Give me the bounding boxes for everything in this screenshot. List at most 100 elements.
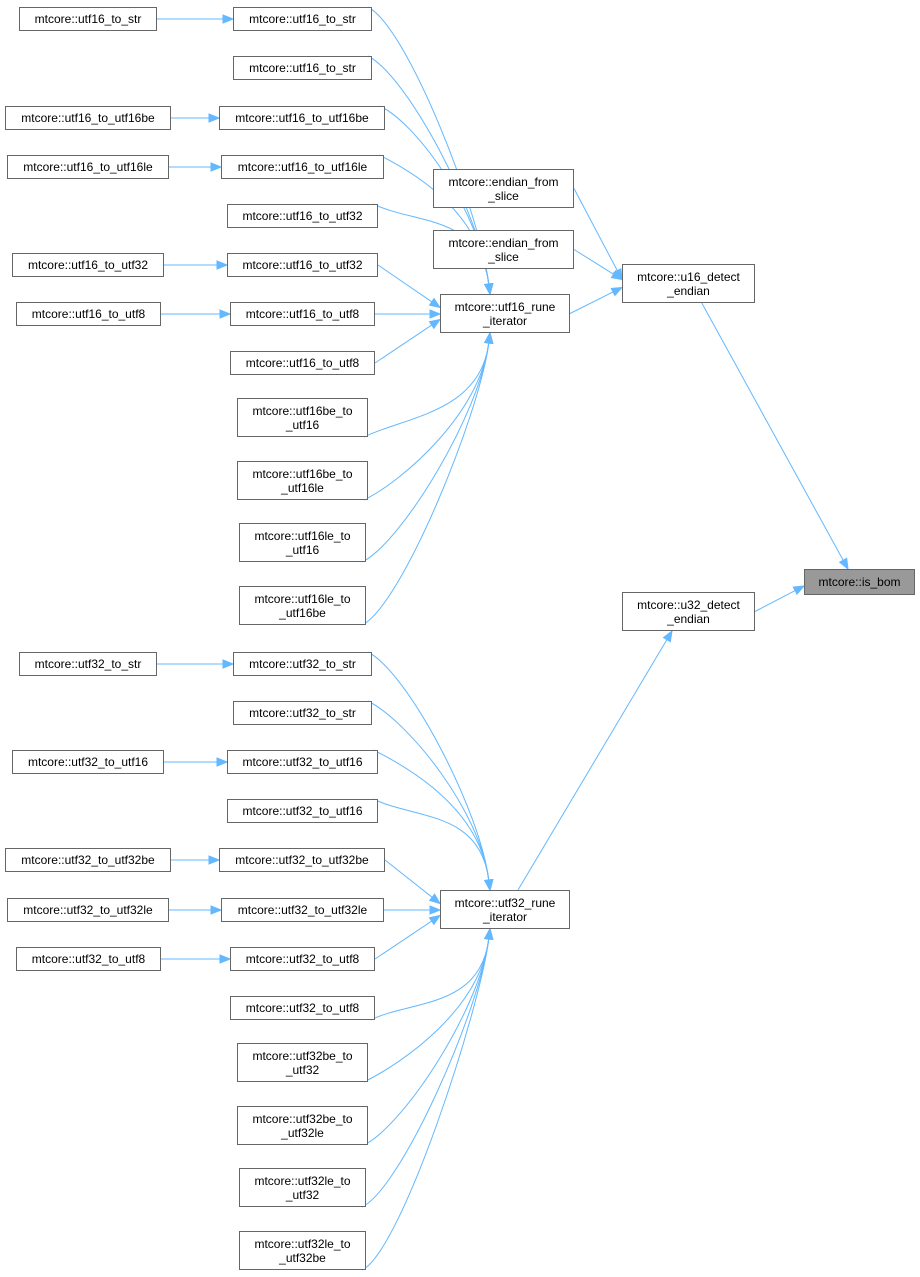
node-utf16-to-utf8-1[interactable]: mtcore::utf16_to_utf8 bbox=[230, 302, 375, 326]
node-utf32-to-utf16-outer[interactable]: mtcore::utf32_to_utf16 bbox=[12, 750, 164, 774]
node-label: mtcore::utf32_to_utf8 bbox=[31, 952, 146, 966]
node-utf16-to-utf32-outer[interactable]: mtcore::utf16_to_utf32 bbox=[12, 253, 164, 277]
edge-line bbox=[754, 590, 796, 612]
node-label: _utf32 bbox=[285, 1062, 320, 1077]
node-label: mtcore::utf32_to_utf32le bbox=[23, 903, 153, 917]
node-label: mtcore::endian_from bbox=[448, 174, 559, 189]
node-utf32le-to-utf32[interactable]: mtcore::utf32le_to_utf32 bbox=[239, 1168, 366, 1207]
node-utf32be-to-utf32le[interactable]: mtcore::utf32be_to_utf32le bbox=[237, 1106, 368, 1145]
node-utf16le-to-utf16be[interactable]: mtcore::utf16le_to_utf16be bbox=[239, 586, 366, 625]
edge-curve bbox=[367, 700, 490, 881]
node-label: mtcore::utf16_to_utf32 bbox=[242, 258, 363, 272]
node-utf32-to-utf16-1[interactable]: mtcore::utf32_to_utf16 bbox=[227, 750, 378, 774]
node-utf16-to-utf8-2[interactable]: mtcore::utf16_to_utf8 bbox=[230, 351, 375, 375]
node-label: mtcore::utf32_to_utf32be bbox=[21, 853, 155, 867]
node-label: mtcore::utf32_to_utf16 bbox=[242, 755, 363, 769]
node-utf16-to-str-1[interactable]: mtcore::utf16_to_str bbox=[233, 7, 372, 31]
node-label: mtcore::utf32be_to bbox=[252, 1048, 353, 1063]
node-utf16le-to-utf16[interactable]: mtcore::utf16le_to_utf16 bbox=[239, 523, 366, 562]
node-label: _slice bbox=[488, 249, 519, 264]
edge-curve bbox=[363, 342, 490, 438]
node-label: mtcore::utf16le_to bbox=[254, 591, 351, 606]
edge-line bbox=[374, 920, 432, 960]
edge-arrowhead bbox=[222, 14, 235, 24]
node-label: mtcore::u32_detect bbox=[637, 597, 740, 612]
edge-line bbox=[377, 264, 433, 303]
node-utf32-to-utf32be[interactable]: mtcore::utf32_to_utf32be bbox=[219, 848, 385, 872]
edge-arrowhead bbox=[483, 878, 494, 892]
node-utf16-to-utf8-outer[interactable]: mtcore::utf16_to_utf8 bbox=[16, 302, 161, 326]
edge-line bbox=[517, 639, 668, 891]
node-utf32-to-utf8-1[interactable]: mtcore::utf32_to_utf8 bbox=[230, 947, 375, 971]
node-label: _utf32le bbox=[281, 1125, 324, 1140]
node-utf16-to-utf16le[interactable]: mtcore::utf16_to_utf16le bbox=[221, 155, 384, 179]
node-utf16-to-utf16le-outer[interactable]: mtcore::utf16_to_utf16le bbox=[7, 155, 169, 179]
edge-arrowhead bbox=[216, 757, 229, 767]
node-label: mtcore::utf16_to_utf8 bbox=[245, 307, 360, 321]
edge-arrowhead bbox=[428, 893, 442, 905]
node-label: mtcore::utf32_to_utf32be bbox=[235, 853, 369, 867]
node-utf32-to-utf32be-outer[interactable]: mtcore::utf32_to_utf32be bbox=[5, 848, 171, 872]
node-label: _utf16le bbox=[281, 480, 324, 495]
node-utf32be-to-utf32[interactable]: mtcore::utf32be_to_utf32 bbox=[237, 1043, 368, 1082]
node-label: mtcore::utf16_to_str bbox=[34, 12, 142, 26]
edge-arrowhead bbox=[483, 282, 494, 296]
node-utf32-to-str-2[interactable]: mtcore::utf32_to_str bbox=[233, 701, 372, 725]
node-utf32-to-str-outer[interactable]: mtcore::utf32_to_str bbox=[19, 652, 157, 676]
node-utf32-to-utf16-2[interactable]: mtcore::utf32_to_utf16 bbox=[227, 799, 378, 823]
node-utf32-to-utf8-2[interactable]: mtcore::utf32_to_utf8 bbox=[230, 996, 375, 1020]
edge-line bbox=[573, 249, 614, 275]
node-label: _endian bbox=[667, 611, 710, 626]
node-u32-detect-endian[interactable]: mtcore::u32_detect_endian bbox=[622, 592, 755, 631]
edge-curve bbox=[363, 938, 490, 1083]
node-utf32-to-utf32le-outer[interactable]: mtcore::utf32_to_utf32le bbox=[7, 898, 169, 922]
edge-curve bbox=[373, 798, 490, 881]
node-label: _slice bbox=[488, 188, 519, 203]
node-utf32-to-str-1[interactable]: mtcore::utf32_to_str bbox=[233, 652, 372, 676]
node-label: mtcore::utf32_to_str bbox=[249, 657, 356, 671]
node-label: mtcore::u16_detect bbox=[637, 269, 740, 284]
node-utf16-to-utf32-1[interactable]: mtcore::utf16_to_utf32 bbox=[227, 204, 378, 228]
edge-line bbox=[701, 302, 844, 561]
node-utf32-rune-iterator[interactable]: mtcore::utf32_rune_iterator bbox=[440, 890, 570, 929]
edge-arrowhead bbox=[208, 113, 221, 123]
node-utf16-to-str-outer[interactable]: mtcore::utf16_to_str bbox=[19, 7, 157, 31]
node-label: mtcore::utf32_to_utf16 bbox=[242, 804, 363, 818]
node-endian-from-slice-1[interactable]: mtcore::endian_from_slice bbox=[433, 169, 574, 208]
node-label: mtcore::utf16_to_utf16le bbox=[237, 160, 368, 174]
node-utf32-to-utf8-outer[interactable]: mtcore::utf32_to_utf8 bbox=[16, 947, 161, 971]
node-utf16-to-str-2[interactable]: mtcore::utf16_to_str bbox=[233, 56, 372, 80]
edge-curve bbox=[373, 749, 490, 881]
edge-curve bbox=[361, 938, 490, 1208]
node-label: mtcore::utf32le_to bbox=[254, 1173, 351, 1188]
node-label: _utf16 bbox=[285, 542, 320, 557]
node-label: mtcore::endian_from bbox=[448, 235, 559, 250]
edge-arrowhead bbox=[208, 855, 221, 865]
node-utf32le-to-utf32be[interactable]: mtcore::utf32le_to_utf32be bbox=[239, 1231, 366, 1270]
node-utf16be-to-utf16[interactable]: mtcore::utf16be_to_utf16 bbox=[237, 398, 368, 437]
edge-curve bbox=[370, 938, 490, 1021]
node-label: mtcore::utf32_to_utf8 bbox=[245, 952, 360, 966]
node-u16-detect-endian[interactable]: mtcore::u16_detect_endian bbox=[622, 264, 755, 303]
node-utf16-to-utf32-2[interactable]: mtcore::utf16_to_utf32 bbox=[227, 253, 378, 277]
edge-line bbox=[569, 291, 614, 314]
node-utf16-to-utf16be[interactable]: mtcore::utf16_to_utf16be bbox=[219, 106, 385, 130]
node-utf16be-to-utf16le[interactable]: mtcore::utf16be_to_utf16le bbox=[237, 461, 368, 500]
edge-curve bbox=[361, 938, 490, 1271]
node-label: mtcore::utf16_to_utf16le bbox=[23, 160, 153, 174]
node-label: _iterator bbox=[482, 313, 528, 328]
node-label: mtcore::utf32_to_str bbox=[249, 706, 356, 720]
node-label: mtcore::utf32_to_utf16 bbox=[27, 755, 149, 769]
node-label: mtcore::utf16_to_str bbox=[249, 12, 356, 26]
edge-curve bbox=[367, 651, 490, 881]
edge-arrowhead bbox=[219, 309, 232, 319]
edge-arrowhead bbox=[792, 585, 806, 596]
edge-line bbox=[573, 188, 618, 271]
node-endian-from-slice-2[interactable]: mtcore::endian_from_slice bbox=[433, 230, 574, 269]
node-utf16-rune-iterator[interactable]: mtcore::utf16_rune_iterator bbox=[440, 294, 570, 333]
node-utf16-to-utf16be-outer[interactable]: mtcore::utf16_to_utf16be bbox=[5, 106, 171, 130]
edge-line bbox=[384, 859, 433, 898]
node-utf32-to-utf32le[interactable]: mtcore::utf32_to_utf32le bbox=[221, 898, 384, 922]
node-label: _endian bbox=[667, 283, 710, 298]
node-label: _utf32be bbox=[279, 1250, 326, 1265]
